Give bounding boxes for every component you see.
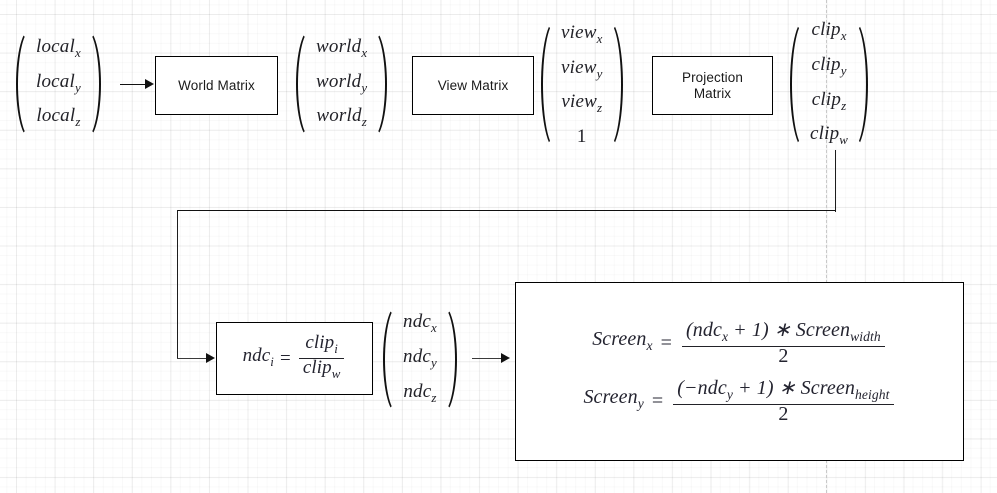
- ndc-formula-fraction: clipi clipw: [298, 332, 345, 382]
- screen-y-numerator-rest-sub: height: [854, 386, 890, 402]
- fraction-bar: [673, 403, 894, 405]
- ndc-formula-denominator-sub: w: [331, 365, 341, 381]
- screen-y-denominator: 2: [778, 402, 789, 425]
- ndc-formula-numerator-text: clip: [305, 332, 335, 354]
- world-vector-row-2: world: [316, 105, 362, 127]
- projection-matrix-box[interactable]: Projection Matrix: [652, 56, 773, 115]
- vector-paren-right: [84, 27, 101, 141]
- clip-vector-row-3: clip: [810, 123, 840, 145]
- screen-x-numerator-sub: x: [721, 328, 729, 344]
- screen-y-fraction: (−ndcy + 1) ∗ Screenheight 2: [673, 376, 894, 425]
- local-vector: localx localy localz: [16, 27, 101, 141]
- vector-paren-left: [790, 18, 807, 151]
- screen-x-denominator: 2: [778, 344, 789, 367]
- clip-vector-row-0: clip: [811, 18, 841, 40]
- connector-clip-down2: [177, 210, 178, 358]
- screen-y-lhs: Screen: [583, 386, 638, 408]
- local-vector-row-0: local: [36, 35, 75, 57]
- ndc-formula-equals: =: [279, 347, 291, 369]
- ndc-formula-numerator-sub: i: [334, 341, 338, 356]
- ndc-formula-lhs: ndc: [242, 344, 271, 366]
- connector-clip-down: [835, 150, 836, 212]
- connector-clip-left: [177, 210, 836, 211]
- view-matrix-box[interactable]: View Matrix: [412, 56, 534, 115]
- screen-y-numerator-text: (−ndc: [677, 376, 727, 399]
- screen-x-lhs-sub: x: [646, 338, 653, 353]
- world-vector-row-1: world: [316, 70, 362, 92]
- vector-paren-left: [296, 27, 313, 141]
- ndc-vector: ndcx ndcy ndcz: [383, 303, 457, 416]
- world-vector-row-0: world: [316, 35, 362, 57]
- projection-matrix-label-line1: Projection: [681, 69, 744, 85]
- ndc-formula-denominator: clipw: [299, 357, 345, 382]
- ndc-formula: ndci = clipi clipw: [242, 332, 347, 382]
- vector-paren-right: [370, 27, 388, 141]
- view-vector-row-3: 1: [576, 126, 587, 148]
- arrow-local-to-world-head: [145, 79, 154, 89]
- vector-paren-left: [541, 18, 558, 151]
- screen-x-numerator-rest: + 1) ∗ Screen: [728, 318, 851, 341]
- screen-x-equals: =: [660, 331, 672, 354]
- vector-paren-left: [383, 303, 400, 416]
- arrow-local-to-world-line: [120, 84, 147, 85]
- arrow-ndc-to-screen-line: [472, 358, 503, 359]
- view-vector-row-0: view: [561, 21, 597, 43]
- ndc-formula-denominator-text: clip: [302, 357, 332, 378]
- screen-x-lhs: Screen: [592, 328, 647, 350]
- screen-y-numerator: (−ndcy + 1) ∗ Screenheight: [673, 376, 893, 403]
- screen-x-numerator-text: (ndc: [686, 318, 722, 341]
- screen-y-numerator-sub: y: [726, 386, 733, 402]
- screen-x-numerator: (ndcx + 1) ∗ Screenwidth: [682, 318, 885, 345]
- screen-x-fraction: (ndcx + 1) ∗ Screenwidth 2: [682, 318, 885, 367]
- vector-paren-right: [440, 303, 457, 416]
- clip-vector: clipx clipy clipz clipw: [790, 18, 869, 151]
- ndc-formula-numerator: clipi: [301, 332, 342, 357]
- connector-clip-to-ndc-head: [206, 353, 215, 363]
- vector-paren-right: [606, 18, 623, 151]
- vector-paren-left: [16, 27, 33, 141]
- screen-y-equals: =: [651, 389, 664, 412]
- screen-y-numerator-rest: + 1) ∗ Screen: [732, 376, 855, 399]
- screen-x-formula: Screenx = (ndcx + 1) ∗ Screenwidth 2: [592, 318, 887, 367]
- screen-y-formula: Screeny = (−ndcy + 1) ∗ Screenheight 2: [583, 376, 895, 425]
- arrow-ndc-to-screen-head: [501, 353, 510, 363]
- local-vector-row-2: local: [36, 105, 76, 127]
- ndc-formula-box[interactable]: ndci = clipi clipw: [216, 322, 373, 395]
- fraction-bar: [682, 345, 885, 347]
- view-matrix-label: View Matrix: [437, 77, 509, 93]
- screen-x-numerator-rest-sub: width: [850, 328, 881, 344]
- connector-clip-to-ndc-line: [177, 358, 209, 359]
- ndc-formula-lhs-sub: i: [270, 353, 274, 369]
- clip-vector-sub-3: w: [839, 132, 849, 148]
- screen-y-lhs-sub: y: [637, 396, 644, 411]
- world-matrix-label: World Matrix: [178, 77, 255, 93]
- fraction-bar: [298, 358, 345, 359]
- world-matrix-box[interactable]: World Matrix: [155, 56, 278, 115]
- vector-paren-right: [851, 18, 869, 151]
- screen-formula-box[interactable]: Screenx = (ndcx + 1) ∗ Screenwidth 2 Scr…: [515, 282, 964, 461]
- projection-matrix-label-line2: Matrix: [693, 85, 732, 101]
- view-vector: viewx viewy viewz 1: [541, 18, 623, 151]
- world-vector: worldx worldy worldz: [296, 27, 388, 141]
- page-guide-line: [826, 0, 827, 493]
